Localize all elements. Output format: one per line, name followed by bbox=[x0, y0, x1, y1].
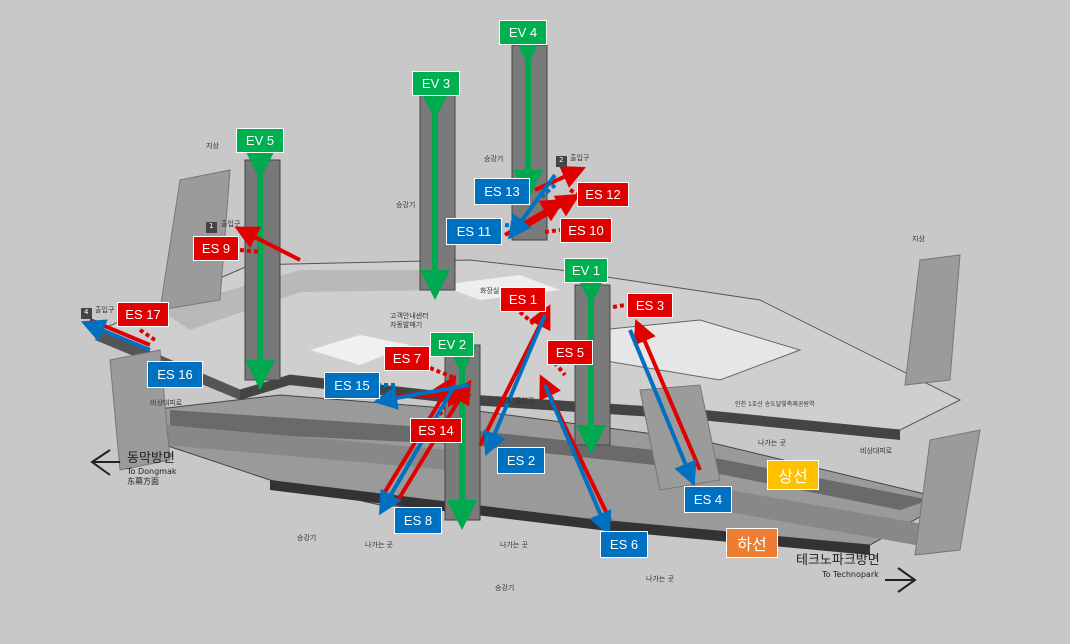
es13-label: ES 13 bbox=[474, 178, 530, 205]
ev1-label: EV 1 bbox=[564, 258, 608, 283]
elevator-sign-2: 승강기 bbox=[396, 201, 416, 209]
es17-label: ES 17 bbox=[117, 302, 169, 327]
es6-label: ES 6 bbox=[600, 531, 648, 558]
es15-label: ES 15 bbox=[324, 372, 380, 399]
es7-label: ES 7 bbox=[384, 346, 430, 371]
down-line-label: 하선 bbox=[726, 528, 778, 558]
es5-label: ES 5 bbox=[547, 340, 593, 365]
direction-right-ko: 테크노파크방면 bbox=[796, 553, 880, 568]
up-line-label: 상선 bbox=[767, 460, 819, 490]
es10-label: ES 10 bbox=[560, 218, 612, 243]
station-name-sign: 인천 1호선 송도달빛축제공원역 bbox=[735, 401, 815, 408]
exit-3-number: 3 bbox=[506, 397, 511, 405]
escalator-sign-1: 나가는 곳 bbox=[365, 541, 393, 549]
es9-label: ES 9 bbox=[193, 236, 239, 261]
exit-4-number: 4 bbox=[84, 308, 89, 316]
exit-badges bbox=[81, 156, 567, 319]
es-down-leaders bbox=[370, 183, 557, 387]
elevator-sign-1: 승강기 bbox=[484, 155, 504, 163]
emergency-sign-right: 비상대피로 bbox=[860, 447, 893, 455]
ground-left: 지상 bbox=[206, 142, 219, 150]
stairs bbox=[109, 169, 981, 556]
direction-left-cn: 东幕方面 bbox=[127, 477, 159, 486]
escalator-sign-2: 나가는 곳 bbox=[500, 541, 528, 549]
exit-3-label: 출입구 bbox=[515, 397, 535, 405]
ev4-label: EV 4 bbox=[499, 20, 547, 45]
ground-right: 지상 bbox=[912, 235, 925, 243]
es1-label: ES 1 bbox=[500, 287, 546, 312]
direction-left-en: To Dongmak bbox=[127, 467, 177, 476]
ev2-label: EV 2 bbox=[430, 332, 474, 357]
escalator-sign-3: 나가는 곳 bbox=[646, 575, 674, 583]
exit-1-number: 1 bbox=[209, 222, 214, 230]
elevator-sign-4: 승강기 bbox=[495, 584, 515, 592]
exit-4-label: 출입구 bbox=[95, 306, 115, 314]
es8-label: ES 8 bbox=[394, 507, 442, 534]
direction-right-en: To Technopark bbox=[822, 570, 879, 579]
exit-1-label: 출입구 bbox=[221, 220, 241, 228]
emergency-sign-left: 비상대피로 bbox=[150, 399, 183, 407]
info-sign-2: 자동발매기 bbox=[390, 321, 423, 329]
platform-level bbox=[149, 394, 952, 555]
es3-label: ES 3 bbox=[627, 293, 673, 318]
es11-label: ES 11 bbox=[446, 218, 502, 245]
es4-label: ES 4 bbox=[684, 486, 732, 513]
es14-label: ES 14 bbox=[410, 418, 462, 443]
ev-arrows bbox=[245, 35, 606, 530]
ev3-label: EV 3 bbox=[412, 71, 460, 96]
direction-arrows bbox=[90, 449, 917, 593]
elevator-sign-3: 승강기 bbox=[297, 534, 317, 542]
exit-2-label: 출입구 bbox=[570, 154, 590, 162]
escalator-sign-4: 나가는 곳 bbox=[758, 439, 786, 447]
exit-2-number: 2 bbox=[559, 156, 564, 164]
es16-label: ES 16 bbox=[147, 361, 203, 388]
es12-label: ES 12 bbox=[577, 182, 629, 207]
info-sign: 고객안내센터 bbox=[390, 312, 429, 320]
es2-label: ES 2 bbox=[497, 447, 545, 474]
ev5-label: EV 5 bbox=[236, 128, 284, 153]
direction-left-ko: 동막방면 bbox=[127, 451, 175, 466]
es-down-arrows bbox=[80, 173, 697, 537]
restroom-sign: 화장실 bbox=[480, 287, 500, 295]
